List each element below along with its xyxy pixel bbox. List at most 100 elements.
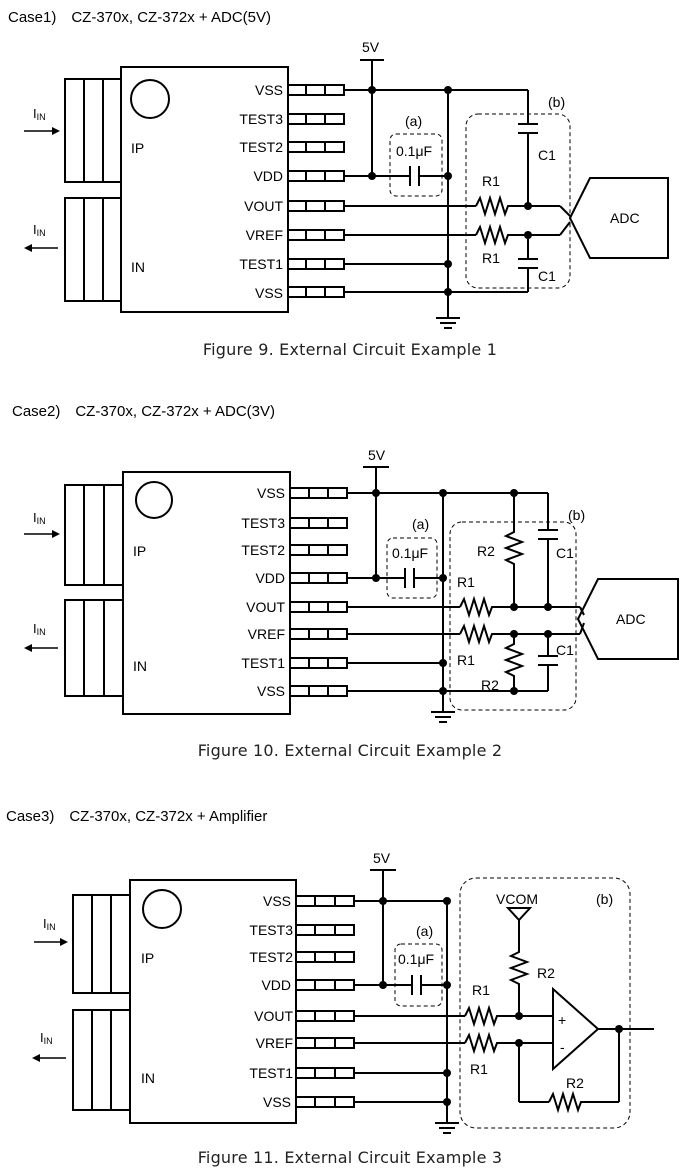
pin-leads — [289, 487, 348, 697]
case3-circuit: IP IN IIN IIN VSS TEST3 TEST2 VDD VOUT V… — [32, 850, 654, 1134]
label-a: (a) — [405, 113, 422, 129]
pin-test2: TEST2 — [239, 139, 283, 155]
label-a: (a) — [416, 923, 433, 939]
svg-text:IIN: IIN — [33, 510, 46, 526]
region-a — [394, 943, 443, 1007]
pin-vss-top: VSS — [257, 485, 285, 501]
r1-vref — [464, 1031, 553, 1055]
region-a — [389, 133, 443, 197]
iin-out-arrow: IIN — [32, 1030, 66, 1062]
svg-text:IIN: IIN — [43, 916, 56, 932]
r1-label-bottom: R1 — [482, 250, 500, 266]
case2-circuit: IP IN IIN IIN VSS TEST3 TEST2 VDD VOUT V… — [24, 447, 679, 723]
ground-icon — [435, 1122, 459, 1134]
pin-test1: TEST1 — [239, 256, 283, 272]
pin-vref: VREF — [246, 227, 283, 243]
adc-block — [568, 177, 669, 259]
iin-out-arrow: IIN — [24, 222, 58, 252]
r1-label-top: R1 — [482, 173, 500, 189]
iin-in-arrow: IIN — [24, 106, 60, 135]
opamp-plus: + — [558, 1012, 566, 1028]
case3-caption: Figure 11. External Circuit Example 3 — [197, 1148, 503, 1167]
ic-body — [120, 66, 289, 313]
in-label: IN — [141, 1070, 155, 1086]
ip-label: IP — [141, 950, 154, 966]
pin1-marker — [135, 481, 173, 519]
region-b — [459, 877, 631, 1129]
r1-vref — [459, 622, 580, 646]
r2-label-top: R2 — [477, 543, 495, 559]
pin-vref: VREF — [248, 626, 285, 642]
vcom-symbol — [505, 907, 533, 922]
r1-label-bottom: R1 — [470, 1061, 488, 1077]
case3-title: Case3) CZ-370x, CZ-372x + Amplifier — [6, 808, 268, 825]
r2-label-bottom: R2 — [566, 1075, 584, 1091]
region-a — [386, 537, 438, 599]
busbar-ip — [72, 894, 131, 994]
region-b — [449, 521, 577, 711]
cap-a-value: 0.1μF — [392, 545, 428, 561]
iin-in-arrow: IIN — [24, 510, 60, 538]
supply-5v: 5V — [373, 850, 391, 866]
in-label: IN — [133, 658, 147, 674]
pin-vss-top: VSS — [263, 893, 291, 909]
pin-test1: TEST1 — [249, 1065, 293, 1081]
r2-feedback — [548, 1090, 619, 1114]
label-b: (b) — [548, 94, 565, 110]
r2-upper — [503, 493, 525, 607]
case1-circuit: IP IN IIN IIN VSS TEST3 TEST2 VDD VOUT V… — [24, 39, 669, 329]
supply-5v: 5V — [368, 447, 386, 463]
pin-vout: VOUT — [254, 1008, 293, 1024]
r1-label-bottom: R1 — [457, 652, 475, 668]
pin-vout: VOUT — [246, 599, 285, 615]
pin-test2: TEST2 — [249, 949, 293, 965]
r1-vout — [464, 1004, 553, 1028]
label-b: (b) — [568, 507, 585, 523]
ic-body — [122, 471, 291, 715]
pin1-marker — [142, 889, 182, 929]
ic-body — [129, 879, 297, 1124]
adc-block — [576, 578, 679, 660]
busbar-in — [64, 197, 122, 302]
svg-text:IIN: IIN — [33, 106, 46, 122]
vcom-label: VCOM — [496, 891, 538, 907]
ground-icon — [431, 711, 455, 723]
opamp-triangle — [552, 986, 600, 1072]
cap-a-value: 0.1μF — [396, 143, 432, 159]
svg-text:IIN: IIN — [40, 1030, 53, 1046]
ip-label: IP — [133, 543, 146, 559]
r2-upper — [508, 920, 530, 1016]
c1-label-top: C1 — [556, 545, 574, 561]
pin-test3: TEST3 — [239, 111, 283, 127]
busbar-in — [72, 1009, 131, 1111]
svg-text:IIN: IIN — [33, 621, 46, 637]
adc-label: ADC — [616, 611, 646, 627]
opamp-minus: - — [560, 1039, 565, 1055]
c1-label-bottom: C1 — [538, 268, 556, 284]
label-a: (a) — [412, 516, 429, 532]
pin-vdd: VDD — [255, 570, 285, 586]
iin-in-arrow: IIN — [34, 916, 68, 946]
adc-label: ADC — [610, 210, 640, 226]
pin1-marker — [130, 79, 170, 119]
case2-title: Case2) CZ-370x, CZ-372x + ADC(3V) — [12, 403, 275, 420]
busbar-ip — [64, 484, 124, 586]
c1-label-top: C1 — [538, 147, 556, 163]
pin-leads — [287, 84, 345, 298]
case1-caption: Figure 9. External Circuit Example 1 — [202, 340, 498, 359]
pin-vss-top: VSS — [255, 82, 283, 98]
ground-icon — [436, 317, 460, 329]
pin-vout: VOUT — [244, 198, 283, 214]
label-b: (b) — [596, 891, 613, 907]
pin-vss-bottom: VSS — [255, 285, 283, 301]
case1-title: Case1) CZ-370x, CZ-372x + ADC(5V) — [8, 9, 271, 26]
svg-text:IIN: IIN — [33, 222, 46, 238]
pin-test2: TEST2 — [241, 542, 285, 558]
r2-lower — [503, 634, 525, 691]
pin-leads — [295, 895, 355, 1108]
c1-label-bottom: C1 — [556, 642, 574, 658]
cap-a-value: 0.1μF — [398, 951, 434, 967]
region-b — [465, 113, 571, 289]
pin-vss-bottom: VSS — [257, 683, 285, 699]
r1-label-top: R1 — [472, 982, 490, 998]
